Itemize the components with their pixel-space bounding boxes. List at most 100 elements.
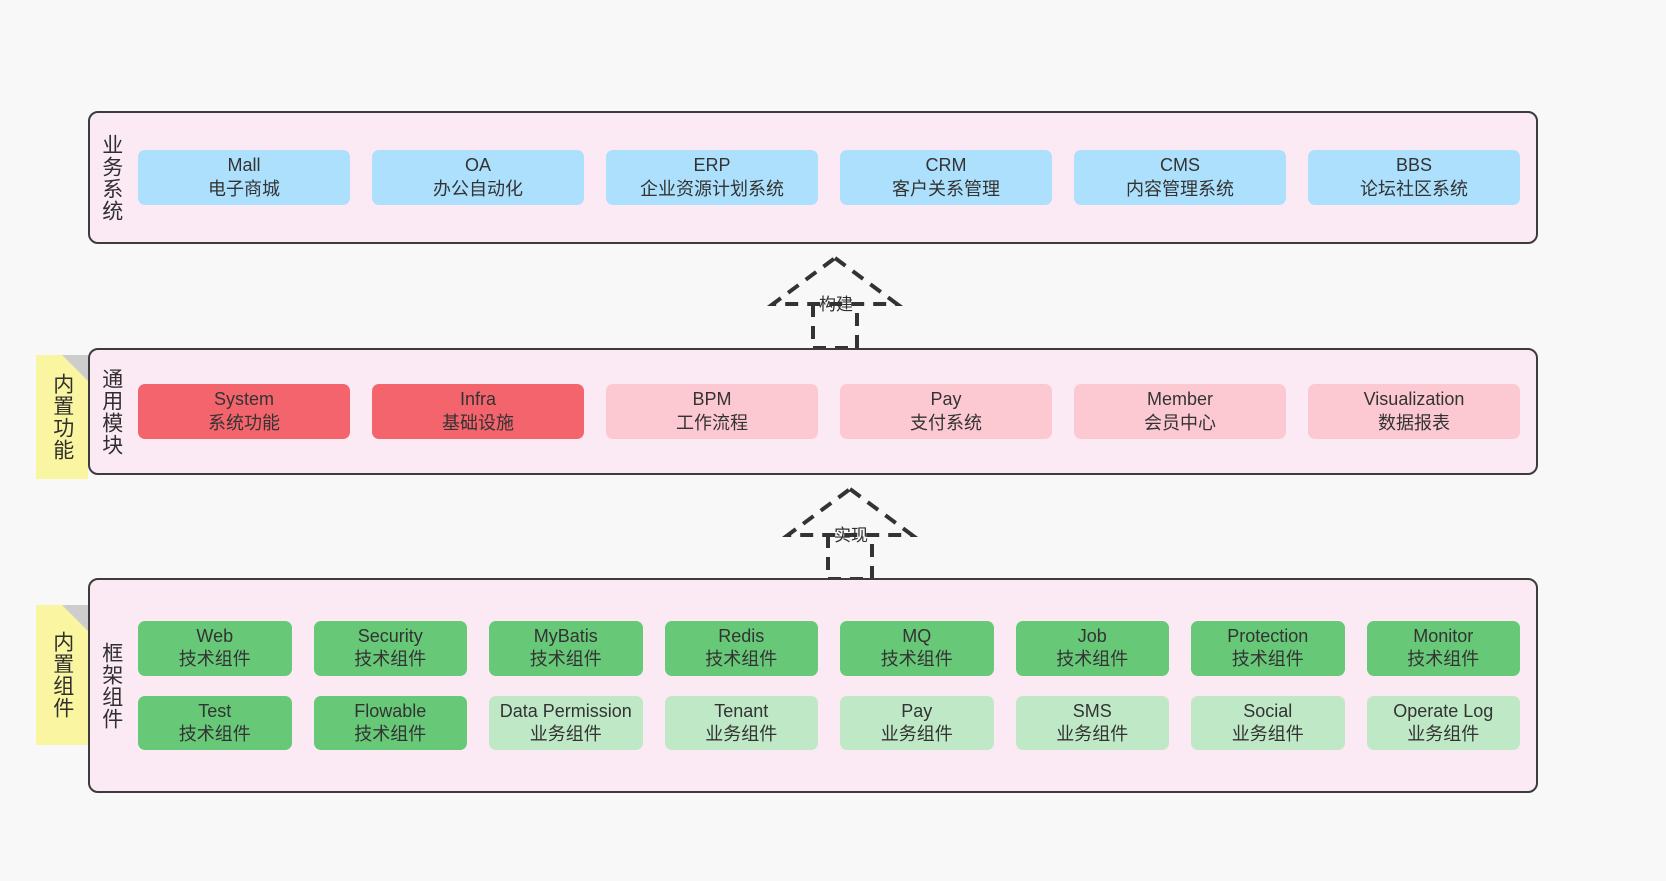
module-name-cn: 会员中心: [1144, 412, 1216, 433]
module-name-cn: 技术组件: [1056, 649, 1129, 670]
module-name-en: Visualization: [1363, 389, 1465, 410]
module-name-cn: 技术组件: [705, 649, 778, 670]
module-name-en: Data Permission: [499, 700, 632, 721]
layer-title-common: 通用模块: [99, 367, 123, 456]
module-name-en: BBS: [1395, 155, 1433, 176]
module-name-en: MyBatis: [533, 626, 598, 647]
module-name-cn: 业务组件: [1407, 723, 1480, 744]
module-card-social[interactable]: Social 业务组件: [1191, 695, 1345, 750]
layer-title-business: 业务系统: [99, 133, 123, 222]
module-name-en: CRM: [925, 155, 967, 176]
module-card-job[interactable]: Job 技术组件: [1015, 621, 1169, 676]
module-card-pay[interactable]: Pay 支付系统: [840, 384, 1052, 439]
module-row: Test 技术组件 Flowable 技术组件 Data Permission …: [138, 695, 1520, 750]
module-name-en: SMS: [1072, 700, 1112, 721]
module-name-cn: 内容管理系统: [1126, 178, 1234, 199]
module-name-en: Monitor: [1413, 626, 1474, 647]
module-card-bpm[interactable]: BPM 工作流程: [606, 384, 818, 439]
module-card-member[interactable]: Member 会员中心: [1074, 384, 1286, 439]
module-name-cn: 系统功能: [208, 412, 280, 433]
module-card-cms[interactable]: CMS 内容管理系统: [1074, 150, 1286, 205]
module-card-mybatis[interactable]: MyBatis 技术组件: [489, 621, 643, 676]
module-card-crm[interactable]: CRM 客户关系管理: [840, 150, 1052, 205]
module-card-infra[interactable]: Infra 基础设施: [372, 384, 584, 439]
sticky-note-builtin-features: 内置功能: [36, 355, 88, 479]
module-card-redis[interactable]: Redis 技术组件: [664, 621, 818, 676]
module-name-cn: 技术组件: [354, 723, 427, 744]
module-card-flowable[interactable]: Flowable 技术组件: [313, 695, 467, 750]
module-name-cn: 业务组件: [529, 723, 602, 744]
module-card-visualization[interactable]: Visualization 数据报表: [1308, 384, 1520, 439]
module-name-en: Tenant: [714, 700, 769, 721]
module-name-en: Member: [1146, 389, 1213, 410]
layer-business-systems: 业务系统 Mall 电子商城 OA 办公自动化 ERP 企业资源计划系统 CRM…: [88, 111, 1538, 244]
module-name-en: BPM: [692, 389, 732, 410]
module-card-sms[interactable]: SMS 业务组件: [1015, 695, 1169, 750]
module-name-en: Web: [196, 626, 234, 647]
module-name-en: Job: [1077, 626, 1107, 647]
module-name-cn: 技术组件: [880, 649, 953, 670]
relation-label-implement: 实现: [834, 526, 868, 545]
module-name-cn: 技术组件: [1231, 649, 1304, 670]
module-name-cn: 办公自动化: [433, 178, 523, 199]
module-name-en: Test: [198, 700, 232, 721]
module-name-cn: 业务组件: [1056, 723, 1129, 744]
layer-body-business: Mall 电子商城 OA 办公自动化 ERP 企业资源计划系统 CRM 客户关系…: [132, 113, 1536, 242]
module-name-en: Pay: [930, 389, 962, 410]
module-name-cn: 技术组件: [178, 649, 251, 670]
module-card-oa[interactable]: OA 办公自动化: [372, 150, 584, 205]
module-name-en: System: [213, 389, 274, 410]
module-card-test[interactable]: Test 技术组件: [138, 695, 292, 750]
module-card-data-permission[interactable]: Data Permission 业务组件: [489, 695, 643, 750]
module-name-en: Redis: [718, 626, 765, 647]
module-name-cn: 技术组件: [178, 723, 251, 744]
module-card-security[interactable]: Security 技术组件: [313, 621, 467, 676]
module-name-cn: 技术组件: [354, 649, 427, 670]
module-card-tenant[interactable]: Tenant 业务组件: [664, 695, 818, 750]
module-name-en: MQ: [902, 626, 932, 647]
module-card-pay-business[interactable]: Pay 业务组件: [840, 695, 994, 750]
module-name-en: Social: [1243, 700, 1293, 721]
module-name-en: CMS: [1160, 155, 1200, 176]
module-name-en: OA: [464, 155, 491, 176]
module-name-en: Protection: [1227, 626, 1309, 647]
module-name-cn: 客户关系管理: [892, 178, 1000, 199]
module-card-mall[interactable]: Mall 电子商城: [138, 150, 350, 205]
layer-body-common: System 系统功能 Infra 基础设施 BPM 工作流程 Pay 支付系统…: [132, 350, 1536, 473]
module-name-cn: 技术组件: [1407, 649, 1480, 670]
layer-body-framework: Web 技术组件 Security 技术组件 MyBatis 技术组件 Redi…: [132, 580, 1536, 791]
sticky-note-label: 内置功能: [50, 373, 74, 461]
module-name-cn: 业务组件: [880, 723, 953, 744]
module-name-en: ERP: [693, 155, 731, 176]
module-card-system[interactable]: System 系统功能: [138, 384, 350, 439]
module-card-operate-log[interactable]: Operate Log 业务组件: [1366, 695, 1520, 750]
module-name-cn: 论坛社区系统: [1360, 178, 1468, 199]
module-name-cn: 技术组件: [529, 649, 602, 670]
sticky-note-label: 内置组件: [50, 631, 74, 719]
module-card-mq[interactable]: MQ 技术组件: [840, 621, 994, 676]
module-card-bbs[interactable]: BBS 论坛社区系统: [1308, 150, 1520, 205]
layer-framework-components: 框架组件 Web 技术组件 Security 技术组件 MyBatis 技术组件…: [88, 578, 1538, 793]
relation-label-build: 构建: [819, 295, 853, 314]
module-row: Web 技术组件 Security 技术组件 MyBatis 技术组件 Redi…: [138, 621, 1520, 676]
module-card-web[interactable]: Web 技术组件: [138, 621, 292, 676]
module-name-cn: 业务组件: [705, 723, 778, 744]
module-name-cn: 企业资源计划系统: [640, 178, 784, 199]
module-name-en: Operate Log: [1393, 700, 1494, 721]
module-name-en: Mall: [227, 155, 261, 176]
layer-title-framework: 框架组件: [99, 641, 123, 730]
module-card-erp[interactable]: ERP 企业资源计划系统: [606, 150, 818, 205]
module-name-cn: 工作流程: [676, 412, 748, 433]
module-name-cn: 电子商城: [208, 178, 280, 199]
module-card-protection[interactable]: Protection 技术组件: [1191, 621, 1345, 676]
module-row: Mall 电子商城 OA 办公自动化 ERP 企业资源计划系统 CRM 客户关系…: [138, 150, 1520, 205]
module-name-en: Pay: [901, 700, 933, 721]
module-row: System 系统功能 Infra 基础设施 BPM 工作流程 Pay 支付系统…: [138, 384, 1520, 439]
module-name-en: Flowable: [354, 700, 427, 721]
module-name-cn: 基础设施: [442, 412, 514, 433]
module-name-en: Infra: [459, 389, 497, 410]
module-name-en: Security: [357, 626, 423, 647]
module-card-monitor[interactable]: Monitor 技术组件: [1366, 621, 1520, 676]
module-name-cn: 支付系统: [910, 412, 982, 433]
